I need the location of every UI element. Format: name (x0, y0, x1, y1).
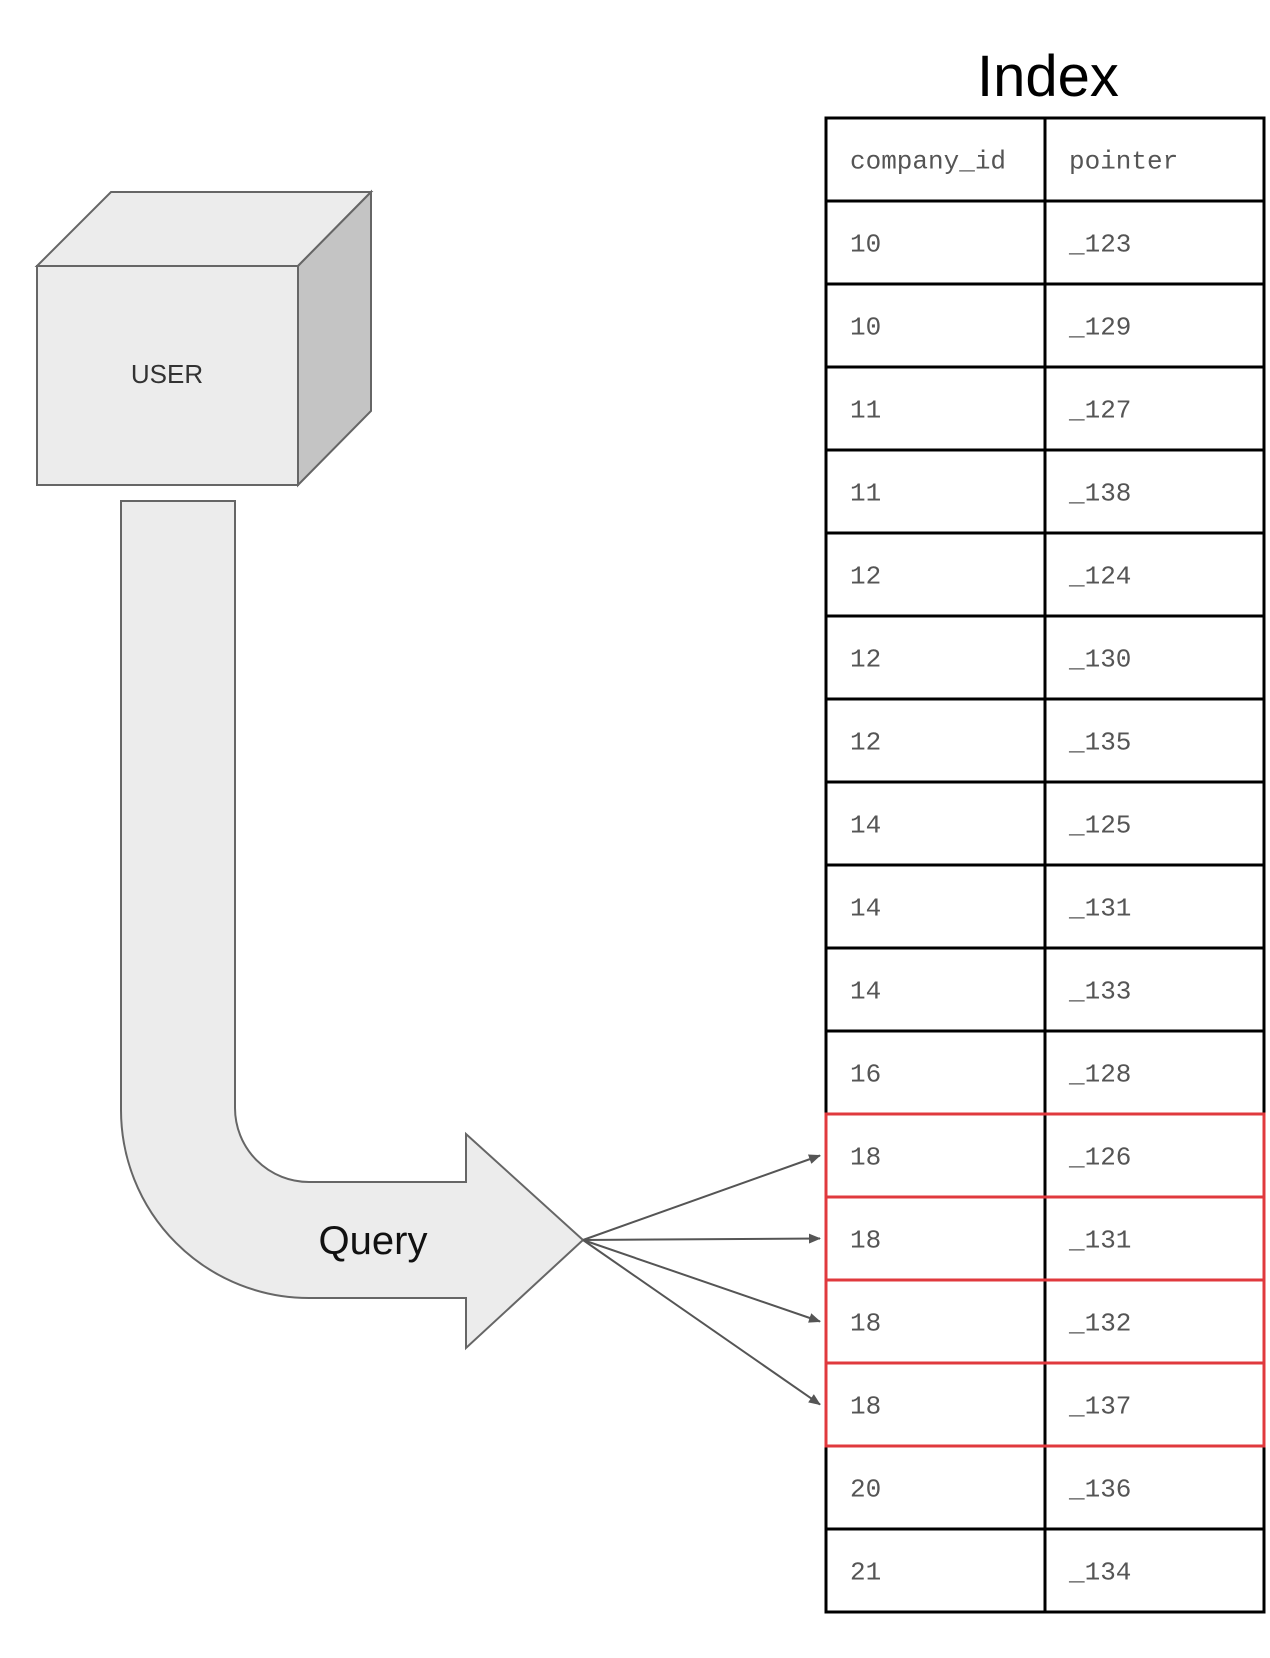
pointer-cell: _129 (1068, 313, 1131, 343)
table-row: 12 _124 (850, 562, 1131, 592)
company-id-cell: 21 (850, 1558, 881, 1588)
table-row: 10 _129 (850, 313, 1131, 343)
pointer-arrows (582, 1154, 821, 1406)
table-row: 12 _130 (850, 645, 1131, 675)
table-row-highlighted: 18 _131 (850, 1226, 1131, 1256)
company-id-cell: 18 (850, 1226, 881, 1256)
company-id-cell: 12 (850, 645, 881, 675)
pointer-cell: _134 (1068, 1558, 1131, 1588)
table-row: 10 _123 (850, 230, 1131, 260)
table-header-row: company_id pointer (850, 147, 1178, 177)
table-row: 11 _138 (850, 479, 1131, 509)
pointer-arrow (582, 1239, 821, 1323)
company-id-cell: 18 (850, 1309, 881, 1339)
pointer-cell: _131 (1068, 1226, 1131, 1256)
user-node: USER (34, 189, 374, 488)
header-cell: pointer (1069, 147, 1178, 177)
company-id-cell: 18 (850, 1143, 881, 1173)
pointer-cell: _136 (1068, 1475, 1131, 1505)
query-arrow: Query (120, 500, 585, 1351)
table-row: 14 _125 (850, 811, 1131, 841)
table-row-highlighted: 18 _126 (850, 1143, 1131, 1173)
query-arrow-shape (120, 500, 585, 1351)
index-table: company_id pointer 10 _123 10 _129 11 _127 11 _13… (824, 116, 1266, 1614)
index-title: Index (977, 44, 1119, 109)
company-id-cell: 12 (850, 562, 881, 592)
pointer-cell: _130 (1068, 645, 1131, 675)
pointer-cell: _127 (1068, 396, 1131, 426)
pointer-cell: _137 (1068, 1392, 1131, 1422)
company-id-cell: 11 (850, 396, 881, 426)
pointer-cell: _132 (1068, 1309, 1131, 1339)
company-id-cell: 20 (850, 1475, 881, 1505)
company-id-cell: 14 (850, 977, 881, 1007)
table-row: 12 _135 (850, 728, 1131, 758)
user-label: USER (131, 359, 203, 389)
table-row: 20 _136 (850, 1475, 1131, 1505)
table-row: 21 _134 (850, 1558, 1131, 1588)
query-label: Query (319, 1219, 428, 1263)
pointer-cell: _131 (1068, 894, 1131, 924)
table-row: 11 _127 (850, 396, 1131, 426)
pointer-cell: _135 (1068, 728, 1131, 758)
table-row-highlighted: 18 _132 (850, 1309, 1131, 1339)
pointer-cell: _123 (1068, 230, 1131, 260)
pointer-arrow (582, 1239, 821, 1406)
company-id-cell: 10 (850, 230, 881, 260)
company-id-cell: 11 (850, 479, 881, 509)
company-id-cell: 12 (850, 728, 881, 758)
header-cell: company_id (850, 147, 1006, 177)
table-row: 14 _133 (850, 977, 1131, 1007)
pointer-cell: _128 (1068, 1060, 1131, 1090)
company-id-cell: 14 (850, 894, 881, 924)
company-id-cell: 14 (850, 811, 881, 841)
table-row-highlighted: 18 _137 (850, 1392, 1131, 1422)
pointer-cell: _124 (1068, 562, 1131, 592)
table-row: 16 _128 (850, 1060, 1131, 1090)
company-id-cell: 18 (850, 1392, 881, 1422)
company-id-cell: 10 (850, 313, 881, 343)
table-row: 14 _131 (850, 894, 1131, 924)
highlight-box (824, 1361, 1266, 1448)
pointer-cell: _125 (1068, 811, 1131, 841)
company-id-cell: 16 (850, 1060, 881, 1090)
pointer-cell: _133 (1068, 977, 1131, 1007)
pointer-arrow (582, 1154, 821, 1241)
pointer-arrow (582, 1233, 821, 1244)
pointer-cell: _138 (1068, 479, 1131, 509)
pointer-cell: _126 (1068, 1143, 1131, 1173)
cube-front-face (36, 265, 299, 486)
